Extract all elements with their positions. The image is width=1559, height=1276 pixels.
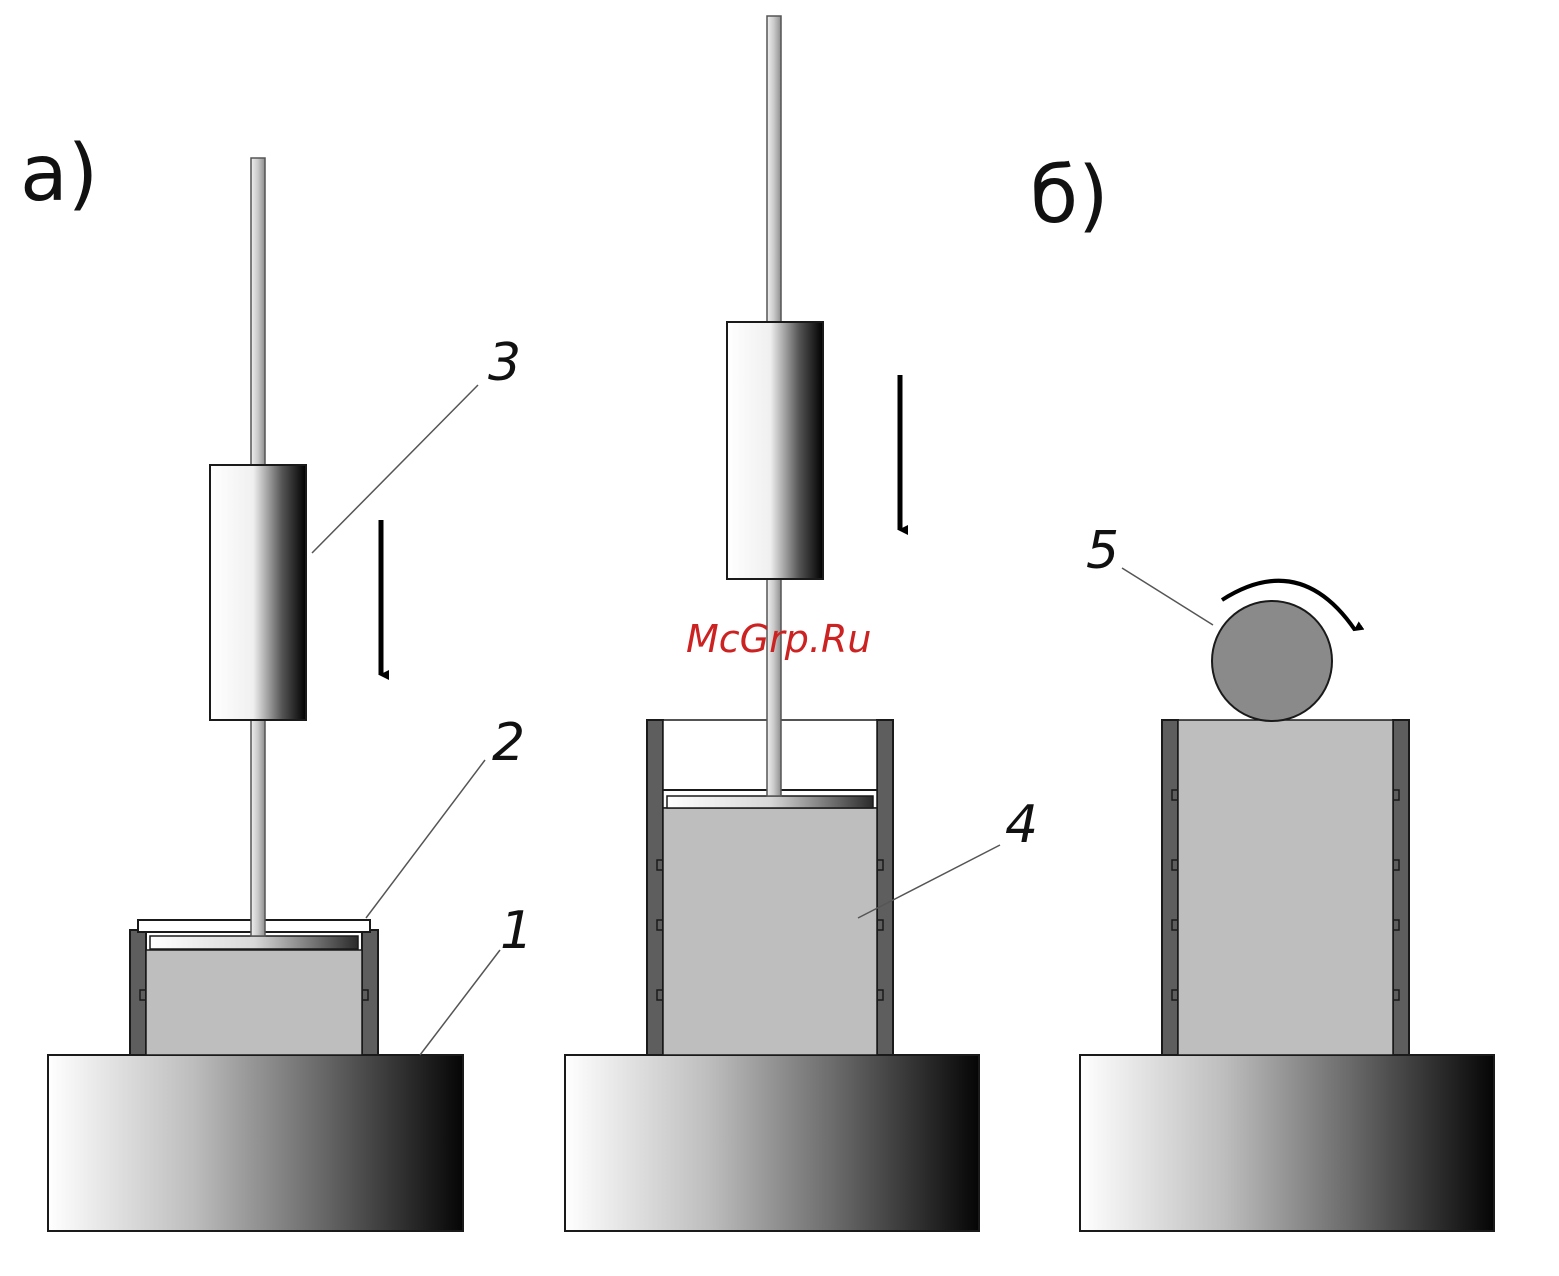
piston-plate [150, 936, 358, 949]
panel-a-middle-setup: 4 McGrp.Ru [565, 16, 1038, 1231]
base-plate [1080, 1055, 1494, 1231]
part-number-4: 4 [1005, 795, 1038, 855]
drop-weight [727, 322, 823, 579]
mould-wall-left [647, 720, 663, 1055]
mould-wall-right [362, 930, 378, 1055]
panel-label-b: б) [1030, 151, 1109, 241]
leader-line-5 [1122, 568, 1213, 625]
base-plate [48, 1055, 463, 1231]
mould-wall-left [1162, 720, 1178, 1055]
panel-a-left-setup: 3 2 1 а) [20, 129, 533, 1231]
soil-sample [663, 808, 877, 1055]
part-number-2: 2 [492, 713, 525, 773]
watermark: McGrp.Ru [686, 617, 871, 661]
panel-label-a: а) [20, 129, 98, 219]
mould-wall-right [877, 720, 893, 1055]
mould-wall-right [1393, 720, 1409, 1055]
mould-wall-left [130, 930, 146, 1055]
part-number-1: 1 [500, 901, 533, 961]
leader-line-2 [366, 760, 485, 918]
roller [1212, 601, 1332, 721]
piston-plate [667, 796, 873, 808]
drop-weight [210, 465, 306, 720]
part-number-5: 5 [1086, 521, 1119, 581]
panel-b-setup: 5 б) [1030, 151, 1494, 1231]
leader-line-1 [420, 950, 500, 1055]
soil-sample [1178, 720, 1393, 1055]
part-number-3: 3 [488, 333, 521, 393]
base-plate [565, 1055, 979, 1231]
soil-sample [146, 950, 362, 1055]
leader-line-3 [312, 385, 478, 553]
